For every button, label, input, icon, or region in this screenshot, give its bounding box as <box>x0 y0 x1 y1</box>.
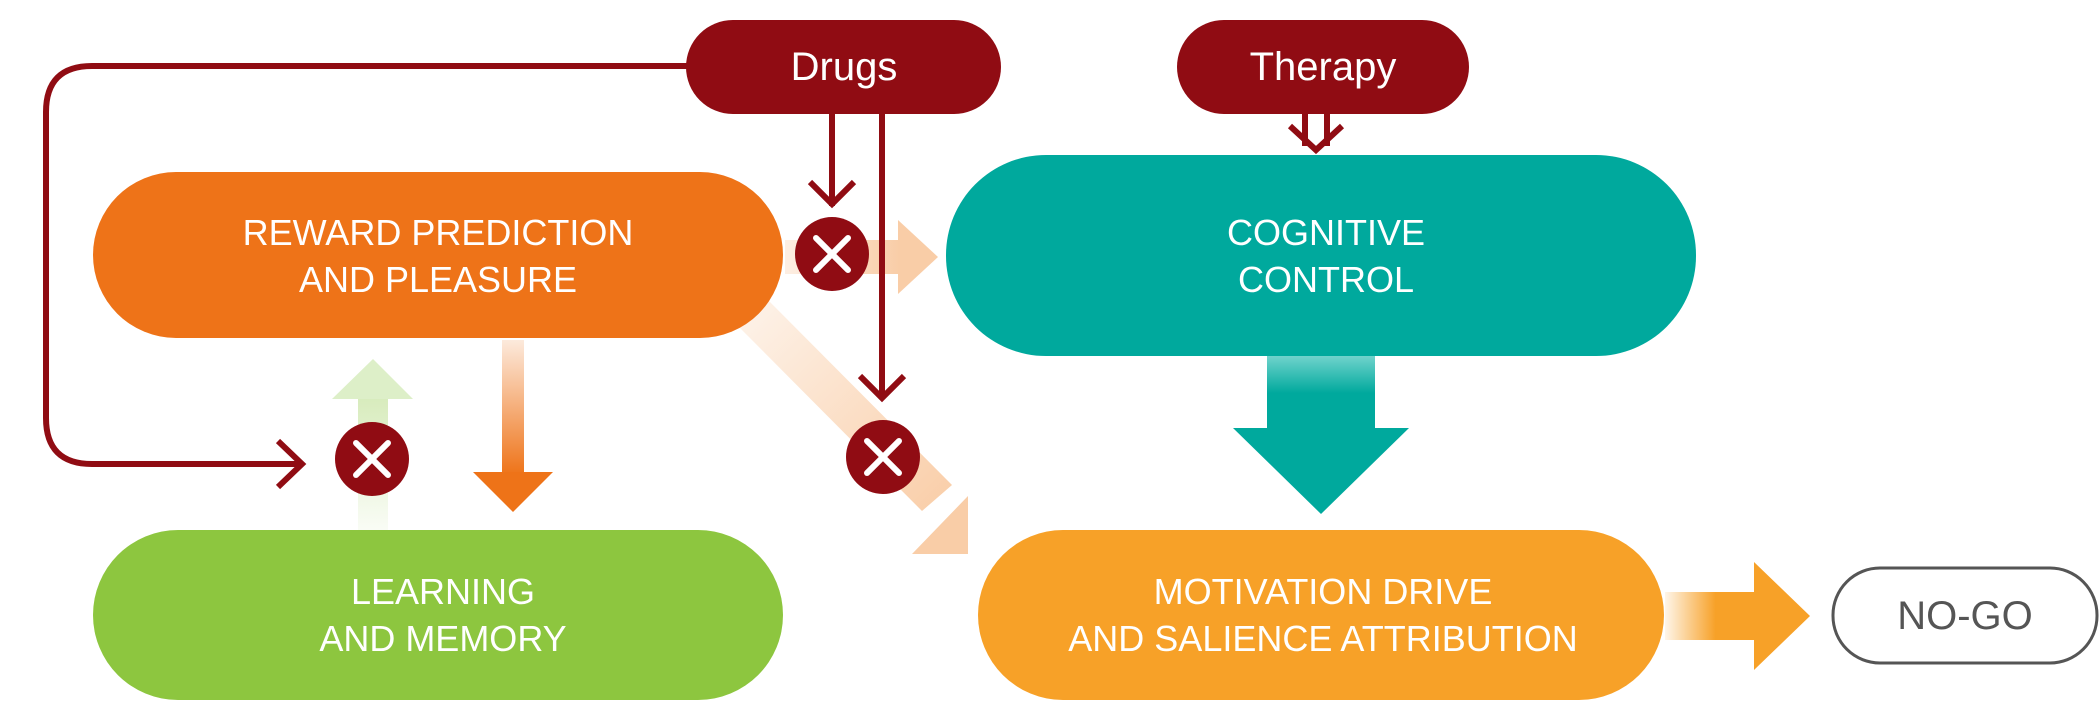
learning-memory-label-line1: LEARNING <box>351 571 535 612</box>
therapy-pill: Therapy <box>1177 20 1469 114</box>
drugs-label: Drugs <box>791 45 898 89</box>
cognitive-control-label-line1: COGNITIVE <box>1227 212 1425 253</box>
reward-prediction-label-line2: AND PLEASURE <box>299 259 577 300</box>
motivation-drive-node: MOTIVATION DRIVE AND SALIENCE ATTRIBUTIO… <box>978 530 1664 700</box>
therapy-label: Therapy <box>1250 45 1397 89</box>
close-icon <box>795 217 869 291</box>
drugs-to-reward-cognitive-line <box>807 110 857 209</box>
reward-prediction-label-line1: REWARD PREDICTION <box>243 212 634 253</box>
drugs-to-motivation-line <box>857 110 907 403</box>
close-icon <box>335 422 409 496</box>
cognitive-control-label-line2: CONTROL <box>1238 259 1414 300</box>
close-icon <box>846 420 920 494</box>
reward-prediction-node: REWARD PREDICTION AND PLEASURE <box>93 172 783 338</box>
learning-memory-node: LEARNING AND MEMORY <box>93 530 783 700</box>
nogo-label: NO-GO <box>1897 594 2033 638</box>
motivation-drive-label-line2: AND SALIENCE ATTRIBUTION <box>1068 618 1577 659</box>
therapy-to-cognitive-arrow <box>1287 110 1345 155</box>
drugs-to-learning-line <box>43 63 690 490</box>
drugs-pill: Drugs <box>686 20 1001 114</box>
nogo-node: NO-GO <box>1831 566 2099 665</box>
reward-to-learning-arrow <box>473 340 553 512</box>
learning-memory-label-line2: AND MEMORY <box>319 618 566 659</box>
motivation-to-nogo-arrow <box>1665 562 1810 670</box>
reward-to-motivation-arrow <box>730 292 968 554</box>
cognitive-control-node: COGNITIVE CONTROL <box>946 155 1696 356</box>
motivation-drive-label-line1: MOTIVATION DRIVE <box>1154 571 1493 612</box>
cognitive-to-motivation-arrow <box>1233 356 1409 514</box>
